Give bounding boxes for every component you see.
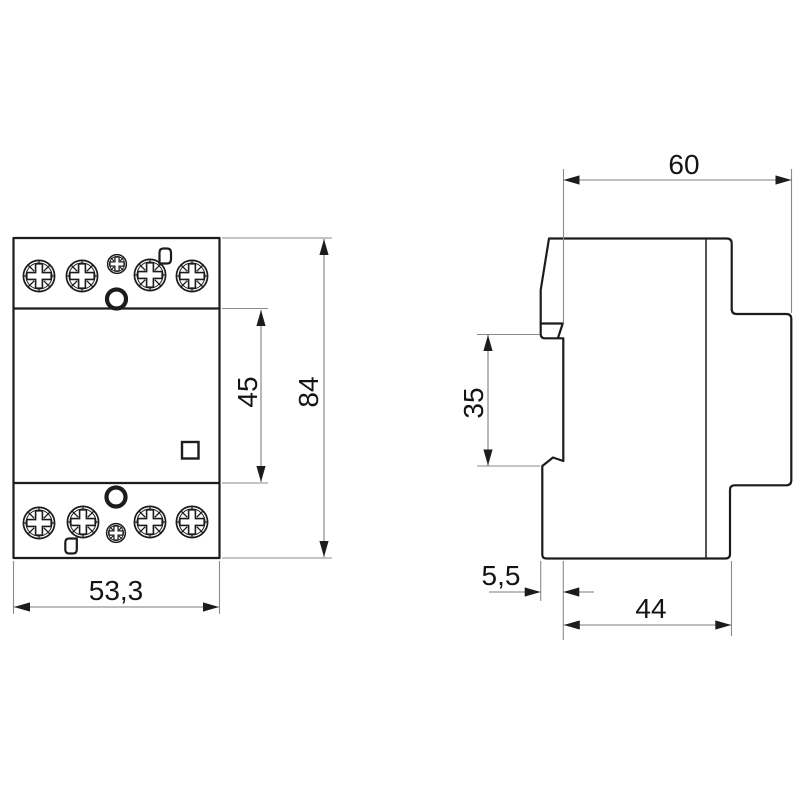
terminal-screw-icon [22,259,56,293]
dimension-label-rail-offset: 5,5 [482,560,521,591]
dimension-label-din-rail: 35 [458,387,489,418]
coil-terminal-screw-icon [106,253,128,275]
arrow-left-icon [563,587,580,597]
side-view [539,237,793,560]
terminal-screw-icon [133,505,167,539]
arrow-right-icon [203,602,219,612]
bottom-fixing-hole [104,485,128,509]
arrow-up-icon [256,310,266,326]
dimension-rail-offset: 5,5 [482,560,594,640]
dimension-front-width: 53,3 [12,561,221,614]
terminal-screw-icon [175,505,209,539]
front-indicator-window [180,440,200,460]
dimension-pole-window-height: 45 [222,307,268,484]
arrow-right-icon [775,175,792,185]
terminal-screw-icon [66,505,100,539]
arrow-up-icon [319,239,329,255]
dimension-depth: 60 [562,149,793,323]
dimension-label-body-depth: 44 [635,593,666,624]
dimension-din-rail-span: 35 [458,333,540,467]
bottom-terminal-marker-icon [64,537,78,555]
top-terminal-marker-icon [158,247,173,265]
dimension-label-front-height: 84 [293,376,324,407]
dimension-label-pole-window: 45 [232,376,263,407]
arrow-down-icon [319,541,329,557]
arrow-down-icon [483,449,493,466]
dimension-label-front-width: 53,3 [89,575,144,606]
arrow-up-icon [483,335,493,351]
arrow-right-icon [715,620,732,630]
dimension-label-depth: 60 [668,149,699,180]
side-view-body-outline [539,237,793,560]
arrow-left-icon [14,602,30,612]
front-view-body-outline [12,236,221,560]
top-fixing-hole [104,287,129,311]
dimension-body-depth: 44 [563,561,733,636]
terminal-screw-icon [65,259,99,293]
terminal-screw-icon [22,506,56,540]
dimension-front-height: 84 [222,237,332,559]
arrow-right-icon [524,587,541,597]
arrow-down-icon [256,466,266,482]
arrow-left-icon [563,175,580,185]
arrow-left-icon [563,620,580,630]
front-view [12,236,221,560]
din-rail-clip-lip [539,322,564,340]
terminal-screw-icon [175,259,209,293]
coil-terminal-screw-icon [105,522,127,544]
